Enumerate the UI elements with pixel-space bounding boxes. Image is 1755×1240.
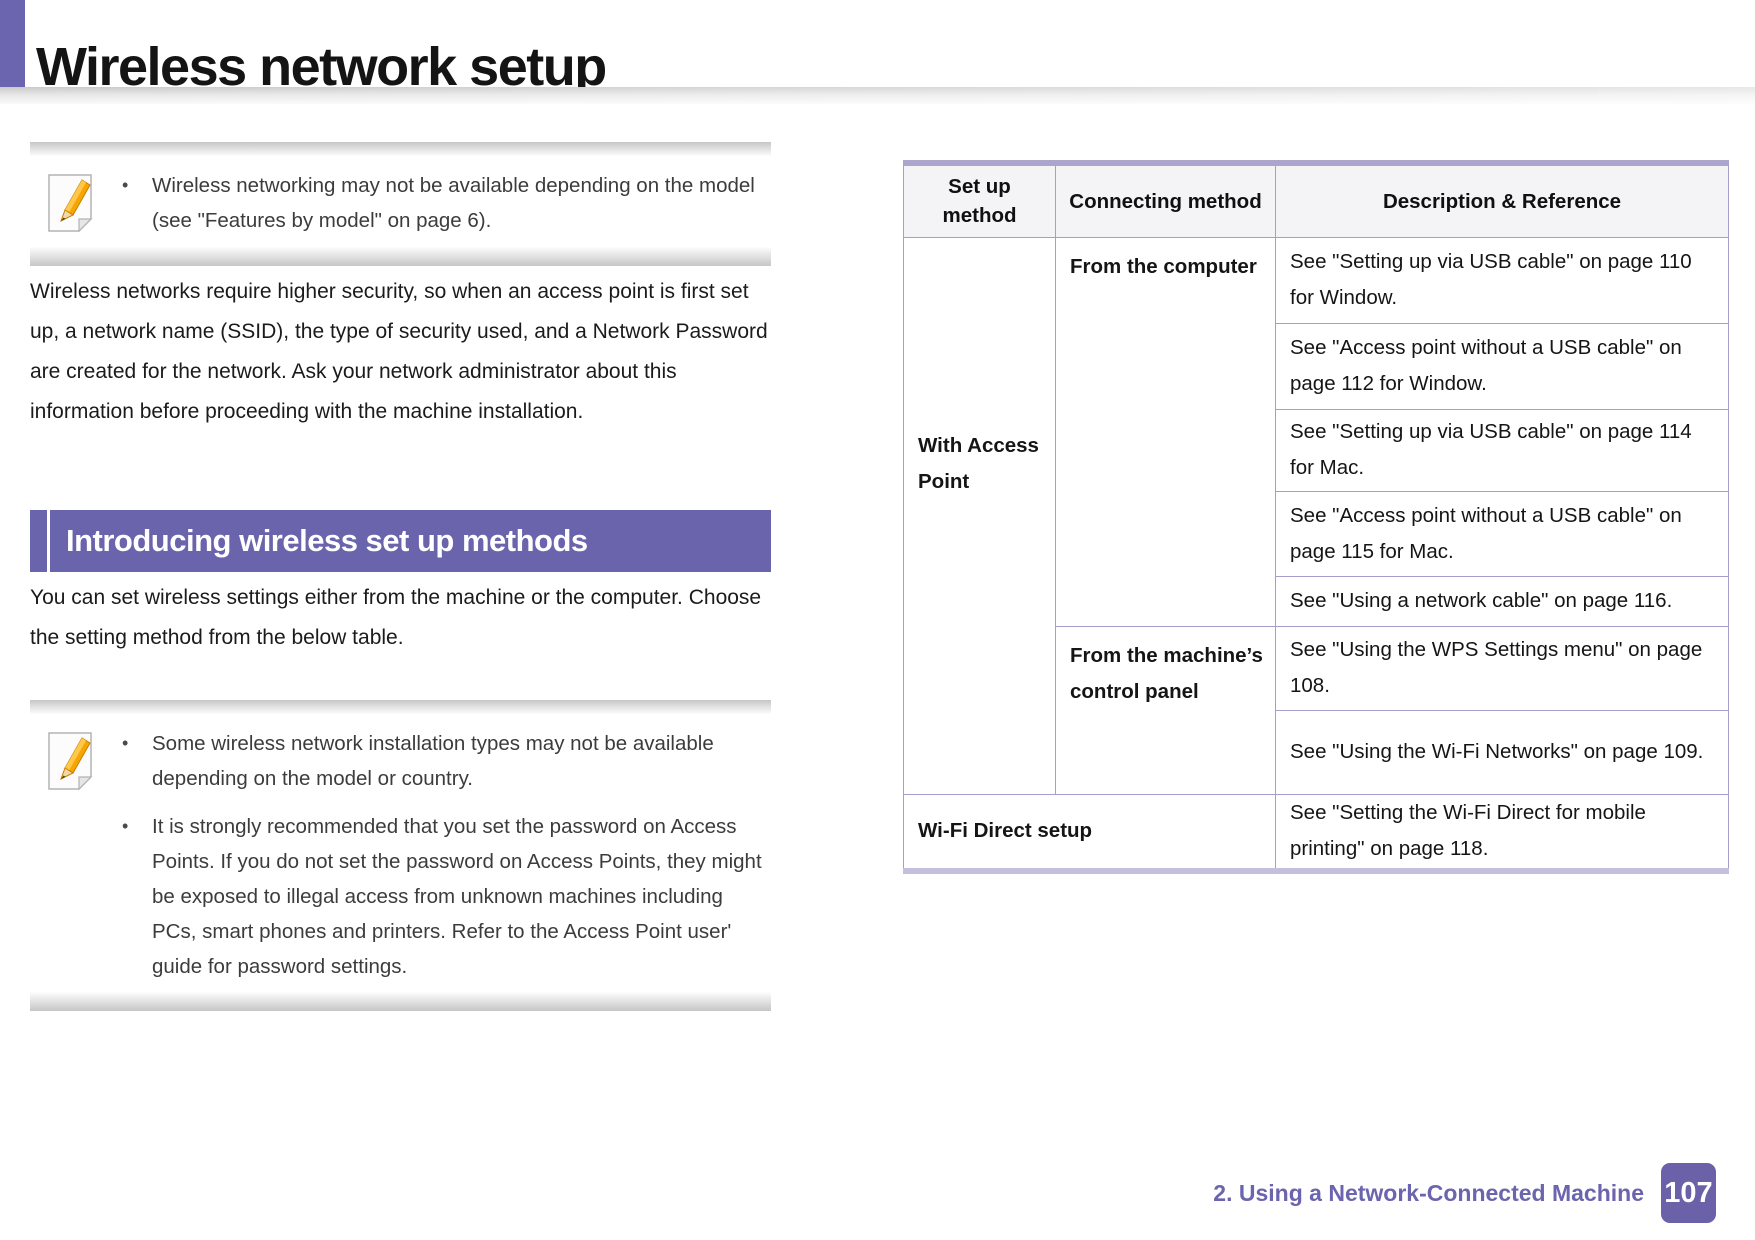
header-setup-method: Set up method [903, 162, 1056, 238]
bullet-icon: • [122, 175, 129, 195]
setup-methods-table: Set up method Connecting method Descript… [903, 160, 1729, 874]
title-accent-bar [0, 0, 25, 95]
table-row: See "Using the Wi-Fi Networks" on page 1… [904, 709, 1729, 795]
table-row: With Access Point From the computer See … [903, 236, 1729, 795]
cell-description: See "Setting the Wi-Fi Direct for mobile… [1275, 793, 1729, 872]
page-number-badge: 107 [1661, 1163, 1716, 1223]
section-heading-bar: Introducing wireless set up methods [30, 510, 771, 572]
cell-wifi-direct-setup: Wi-Fi Direct setup [903, 793, 1276, 872]
bullet-icon: • [122, 733, 129, 753]
table-header-row: Set up method Connecting method Descript… [903, 162, 1729, 238]
section-heading-notch [47, 510, 50, 572]
title-divider-fade [0, 87, 1755, 104]
note-bullet-item: • It is strongly recommended that you se… [122, 809, 769, 984]
note-pencil-icon [44, 168, 98, 239]
cell-description: See "Access point without a USB cable" o… [1275, 322, 1729, 410]
cell-from-control-panel: From the machine’s control panel [1055, 625, 1276, 795]
note-bottom-border [30, 992, 771, 1011]
note-pencil-icon [44, 726, 98, 984]
page-footer: 2. Using a Network-Connected Machine 107 [1213, 1163, 1716, 1223]
header-connecting-method: Connecting method [1055, 162, 1276, 238]
cell-description: See "Access point without a USB cable" o… [1275, 490, 1729, 577]
note-box-top: • Wireless networking may not be availab… [30, 142, 771, 266]
note-top-border [30, 142, 771, 156]
note-bottom-border [30, 247, 771, 266]
cell-description: See "Using a network cable" on page 116. [1275, 575, 1729, 627]
table-row: See "Access point without a USB cable" o… [904, 322, 1729, 410]
note-text: Some wireless network installation types… [152, 732, 714, 790]
section-heading-label: Introducing wireless set up methods [66, 523, 588, 558]
table-row: See "Setting up via USB cable" on page 1… [904, 408, 1729, 492]
note-box-bottom: • Some wireless network installation typ… [30, 700, 771, 1011]
note-bullet-item: • Some wireless network installation typ… [122, 726, 769, 796]
note-top-border [30, 700, 771, 714]
cell-description: See "Using the WPS Settings menu" on pag… [1275, 625, 1729, 711]
table-row: Wi-Fi Direct setup See "Setting the Wi-F… [903, 793, 1729, 872]
table-row: See "Access point without a USB cable" o… [904, 490, 1729, 577]
bullet-icon: • [122, 816, 129, 836]
table-row: See "Using a network cable" on page 116. [904, 575, 1729, 627]
cell-description: See "Setting up via USB cable" on page 1… [1275, 408, 1729, 492]
cell-from-computer: From the computer [1055, 236, 1276, 627]
section-paragraph: You can set wireless settings either fro… [30, 586, 762, 649]
footer-chapter-label: 2. Using a Network-Connected Machine [1213, 1179, 1644, 1206]
note-text: It is strongly recommended that you set … [152, 815, 762, 978]
cell-with-access-point: With Access Point [903, 236, 1056, 795]
intro-paragraph: Wireless networks require higher securit… [30, 280, 768, 423]
cell-description: See "Using the Wi-Fi Networks" on page 1… [1275, 709, 1729, 795]
header-description-reference: Description & Reference [1275, 162, 1729, 238]
note-text: Wireless networking may not be available… [152, 174, 755, 232]
note-bullet-item: • Wireless networking may not be availab… [122, 168, 769, 238]
cell-description: See "Setting up via USB cable" on page 1… [1275, 236, 1729, 324]
